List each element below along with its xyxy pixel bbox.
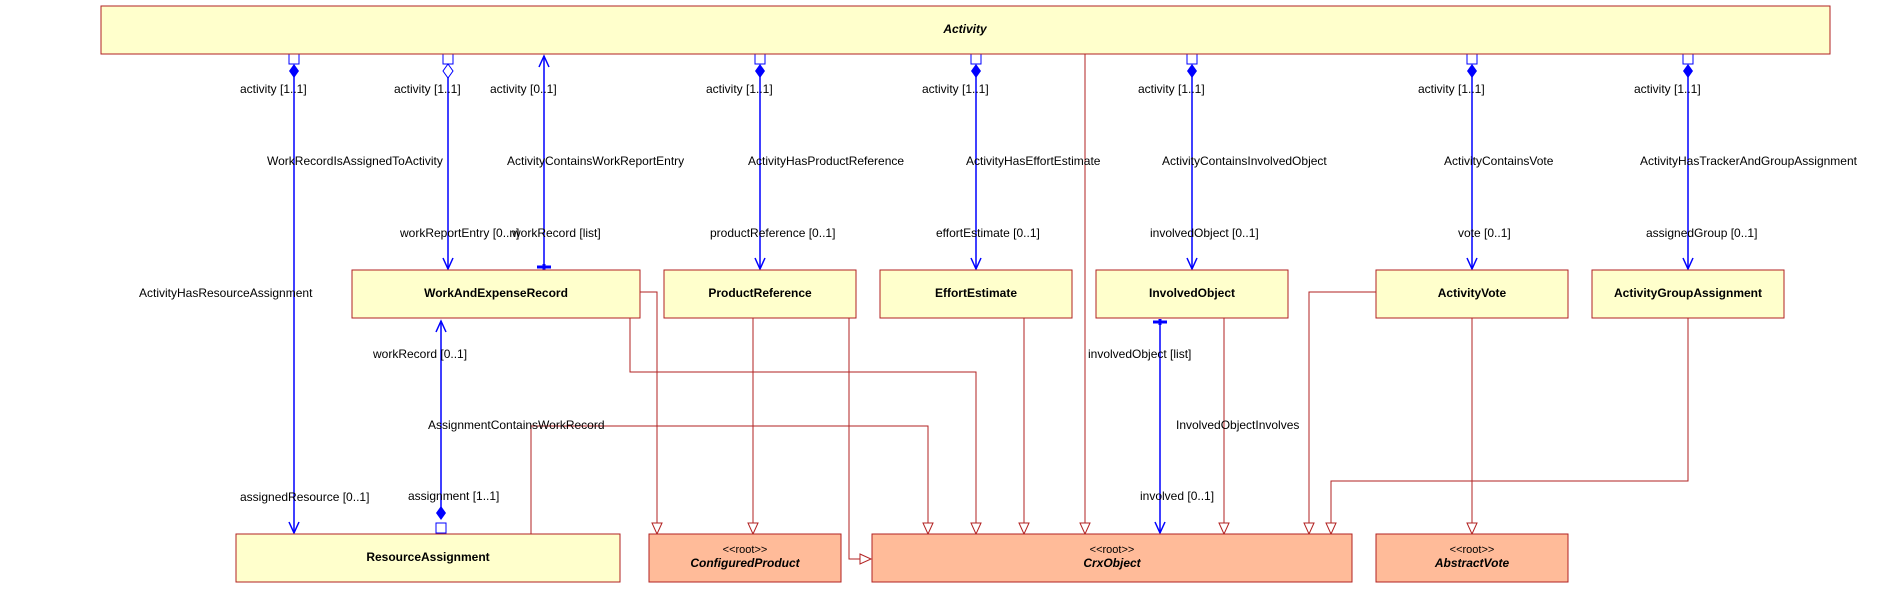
- role-label: workRecord [list]: [511, 226, 601, 240]
- role-label: involvedObject [0..1]: [1150, 226, 1259, 240]
- association-name: ActivityHasTrackerAndGroupAssignment: [1640, 154, 1858, 168]
- role-label: workReportEntry [0..n]: [399, 226, 519, 240]
- role-label: activity [1..1]: [922, 82, 989, 96]
- role-label: assignedGroup [0..1]: [1646, 226, 1757, 240]
- class-name: ResourceAssignment: [366, 550, 489, 564]
- role-label: activity [0..1]: [490, 82, 557, 96]
- role-label: workRecord [0..1]: [372, 347, 467, 361]
- class-work-and-expense-record[interactable]: WorkAndExpenseRecord: [351, 269, 641, 319]
- composition-diamond: [971, 64, 981, 78]
- class-name: WorkAndExpenseRecord: [424, 286, 568, 300]
- class-activity-group-assignment[interactable]: ActivityGroupAssignment: [1591, 269, 1785, 319]
- qualifier-square: [970, 53, 982, 65]
- class-name: ActivityGroupAssignment: [1614, 286, 1762, 300]
- ordered-end-marker: [537, 264, 551, 270]
- qualifier-square: [442, 53, 454, 65]
- qualifier-square: [1466, 53, 1478, 65]
- class-activity[interactable]: Activity: [100, 5, 1831, 55]
- role-label: involvedObject [list]: [1088, 347, 1191, 361]
- class-name: ProductReference: [708, 286, 812, 300]
- role-label: effortEstimate [0..1]: [936, 226, 1040, 240]
- association-name: ActivityHasEffortEstimate: [966, 154, 1101, 168]
- stereotype-label: <<root>>: [1450, 544, 1495, 556]
- association-ends: [288, 53, 1694, 534]
- gen-vote-crxobject: [1303, 291, 1376, 536]
- stereotype-label: <<root>>: [1090, 544, 1135, 556]
- class-name: EffortEstimate: [935, 286, 1017, 300]
- class-product-reference[interactable]: ProductReference: [663, 269, 857, 319]
- role-label: activity [1..1]: [1138, 82, 1205, 96]
- aggregation-diamond: [442, 63, 454, 79]
- class-resource-assignment[interactable]: ResourceAssignment: [235, 533, 621, 583]
- composition-diamond: [1467, 64, 1477, 78]
- role-label: vote [0..1]: [1458, 226, 1511, 240]
- stereotype-label: <<root>>: [723, 544, 768, 556]
- qualifier-square: [754, 53, 766, 65]
- class-crx-object[interactable]: <<root>> CrxObject: [871, 533, 1353, 583]
- role-label: activity [1..1]: [240, 82, 307, 96]
- gen-productref-crxobject: [848, 318, 873, 565]
- gen-workrecord-crxobject: [629, 318, 982, 536]
- qualifier-square: [1186, 53, 1198, 65]
- associations: [288, 54, 1694, 535]
- composition-diamond: [289, 64, 299, 78]
- class-abstract-vote[interactable]: <<root>> AbstractVote: [1375, 533, 1569, 583]
- class-activity-vote[interactable]: ActivityVote: [1375, 269, 1569, 319]
- qualifier-square: [1682, 53, 1694, 65]
- role-label: assignedResource [0..1]: [240, 490, 369, 504]
- association-name: ActivityContainsInvolvedObject: [1162, 154, 1327, 168]
- ordered-end-marker: [1153, 319, 1167, 325]
- association-name: ActivityContainsVote: [1444, 154, 1554, 168]
- composition-diamond: [1683, 64, 1693, 78]
- association-name: ActivityContainsWorkReportEntry: [507, 154, 684, 168]
- association-name: InvolvedObjectInvolves: [1176, 418, 1299, 432]
- class-name: ActivityVote: [1438, 286, 1507, 300]
- role-label: activity [1..1]: [1634, 82, 1701, 96]
- composition-diamond: [436, 506, 446, 520]
- gen-group-crxobject: [1325, 318, 1689, 536]
- class-name: CrxObject: [1083, 556, 1141, 570]
- composition-diamond: [1187, 64, 1197, 78]
- association-labels: activity [1..1] ActivityHasResourceAssig…: [139, 82, 1858, 504]
- class-name: AbstractVote: [1434, 556, 1510, 570]
- gen-resource-crxobject: [530, 425, 934, 536]
- qualifier-square: [435, 522, 447, 534]
- association-name: ActivityHasProductReference: [748, 154, 904, 168]
- class-name: InvolvedObject: [1149, 286, 1235, 300]
- association-name: ActivityHasResourceAssignment: [139, 286, 313, 300]
- generalizations: [530, 54, 1689, 565]
- association-name: AssignmentContainsWorkRecord: [428, 418, 605, 432]
- class-effort-estimate[interactable]: EffortEstimate: [879, 269, 1073, 319]
- role-label: productReference [0..1]: [710, 226, 835, 240]
- role-label: involved [0..1]: [1140, 489, 1214, 503]
- association-name: WorkRecordIsAssignedToActivity: [267, 154, 443, 168]
- class-configured-product[interactable]: <<root>> ConfiguredProduct: [648, 533, 842, 583]
- role-label: activity [1..1]: [706, 82, 773, 96]
- class-involved-object[interactable]: InvolvedObject: [1095, 269, 1289, 319]
- role-label: activity [1..1]: [1418, 82, 1485, 96]
- qualifier-square: [288, 53, 300, 65]
- role-label: assignment [1..1]: [408, 489, 499, 503]
- class-name: ConfiguredProduct: [690, 556, 800, 570]
- gen-workrecord-configuredproduct: [640, 291, 663, 536]
- class-name: Activity: [942, 22, 988, 36]
- role-label: activity [1..1]: [394, 82, 461, 96]
- composition-diamond: [755, 64, 765, 78]
